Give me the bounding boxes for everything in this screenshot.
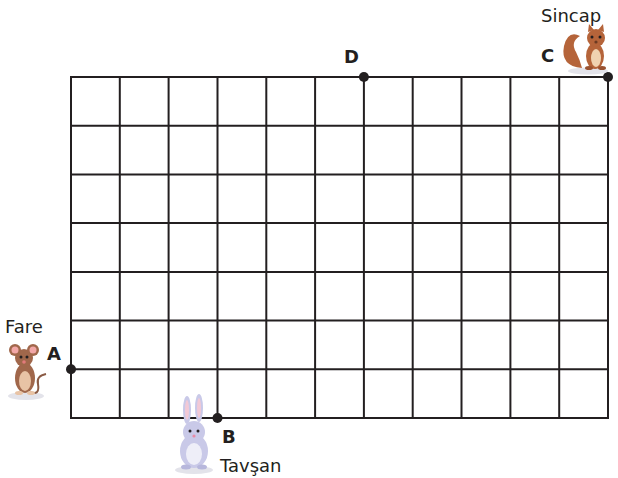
point-letter: D <box>344 48 359 66</box>
squirrel-figure <box>563 24 608 75</box>
rabbit-figure <box>175 394 213 474</box>
animal-name: Sincap <box>541 7 601 25</box>
mouse-figure <box>8 344 46 400</box>
points <box>66 72 613 423</box>
animal-name: Tavşan <box>220 457 282 475</box>
point-letter: C <box>541 47 554 65</box>
point-letter: A <box>47 345 61 363</box>
animal-name: Fare <box>5 318 43 336</box>
grid <box>71 77 608 418</box>
point-letter: B <box>222 428 236 446</box>
